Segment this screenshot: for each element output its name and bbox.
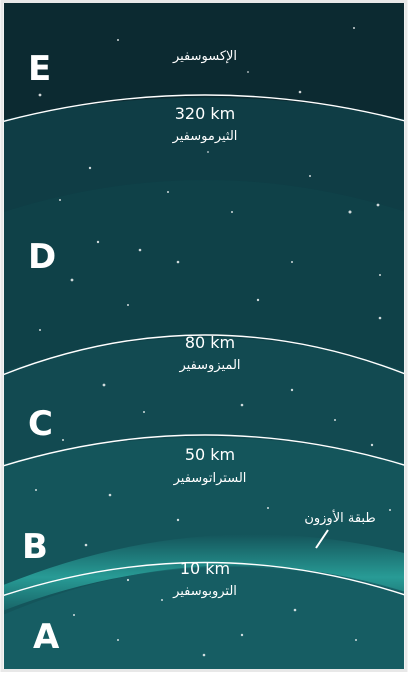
- thermosphere-boundary-line: [4, 94, 404, 123]
- layer-letter-d: D: [28, 237, 56, 277]
- troposphere-boundary-line: [4, 561, 404, 597]
- layer-letter-a: A: [33, 617, 60, 657]
- troposphere-region: [4, 565, 404, 669]
- layer-letter-e: E: [28, 49, 51, 89]
- stars: [35, 27, 391, 657]
- mesosphere-name: الميزوسفير: [178, 358, 240, 373]
- layer-letter-c: C: [28, 404, 53, 444]
- ozone-band: [4, 534, 404, 611]
- troposphere-name: التروبوسفير: [172, 584, 237, 599]
- ozone-layer-label: طبقة الأوزون: [304, 509, 375, 526]
- stratosphere-name: الستراتوسفير: [173, 471, 247, 486]
- mesosphere-boundary-line: [4, 334, 404, 376]
- exosphere-name: الإكسوسفير: [172, 49, 237, 64]
- stratosphere-boundary-line: [4, 434, 404, 467]
- thermosphere-altitude: 320 km: [175, 104, 235, 123]
- layer-letter-b: B: [22, 527, 48, 567]
- stratosphere-altitude: 50 km: [185, 445, 235, 464]
- thermosphere-name: الثيرموسفير: [172, 129, 238, 144]
- troposphere-altitude: 10 km: [180, 559, 230, 578]
- mesosphere-altitude: 80 km: [185, 333, 235, 352]
- ozone-pointer-line: [315, 529, 329, 549]
